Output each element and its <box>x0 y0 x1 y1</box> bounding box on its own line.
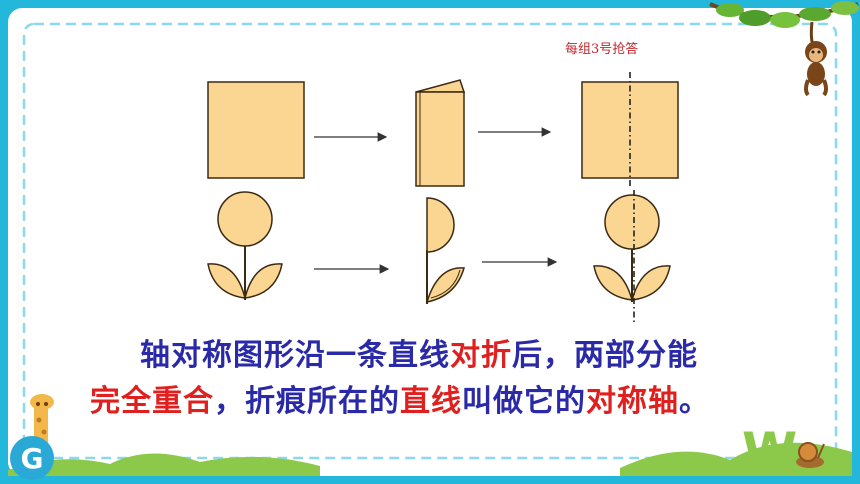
text-segment: ，折痕所在的 <box>214 384 400 419</box>
giraffe-icon: G <box>10 394 54 480</box>
text-segment: 轴对称图形沿一条直线 <box>140 338 450 373</box>
folded-flower-shape <box>425 197 465 304</box>
keyword-fold: 对折 <box>450 338 512 373</box>
keyword-axis: 对称轴 <box>586 384 679 419</box>
folded-square-shape <box>415 79 466 187</box>
definition-line-1: 轴对称图形沿一条直线对折后，两部分能 <box>140 338 698 374</box>
keyword-coincide: 完全重合 <box>90 384 214 419</box>
monkey-icon <box>709 1 859 97</box>
hint-text: 每组3号抢答 <box>565 42 639 57</box>
definition-line-2: 完全重合，折痕所在的直线叫做它的对称轴。 <box>90 384 710 420</box>
flower-shape <box>207 191 283 300</box>
grass-left <box>8 453 320 476</box>
text-segment: 叫做它的 <box>462 384 586 419</box>
text-segment: 后，两部分能 <box>512 338 698 373</box>
svg-text:G: G <box>21 442 44 475</box>
grass-right <box>620 442 852 476</box>
snail-icon: W <box>742 422 825 478</box>
keyword-line: 直线 <box>400 384 462 419</box>
text-segment: 。 <box>679 384 710 419</box>
square-shape <box>207 81 305 179</box>
svg-text:W: W <box>742 422 797 478</box>
flower-with-axis-shape <box>593 194 671 302</box>
